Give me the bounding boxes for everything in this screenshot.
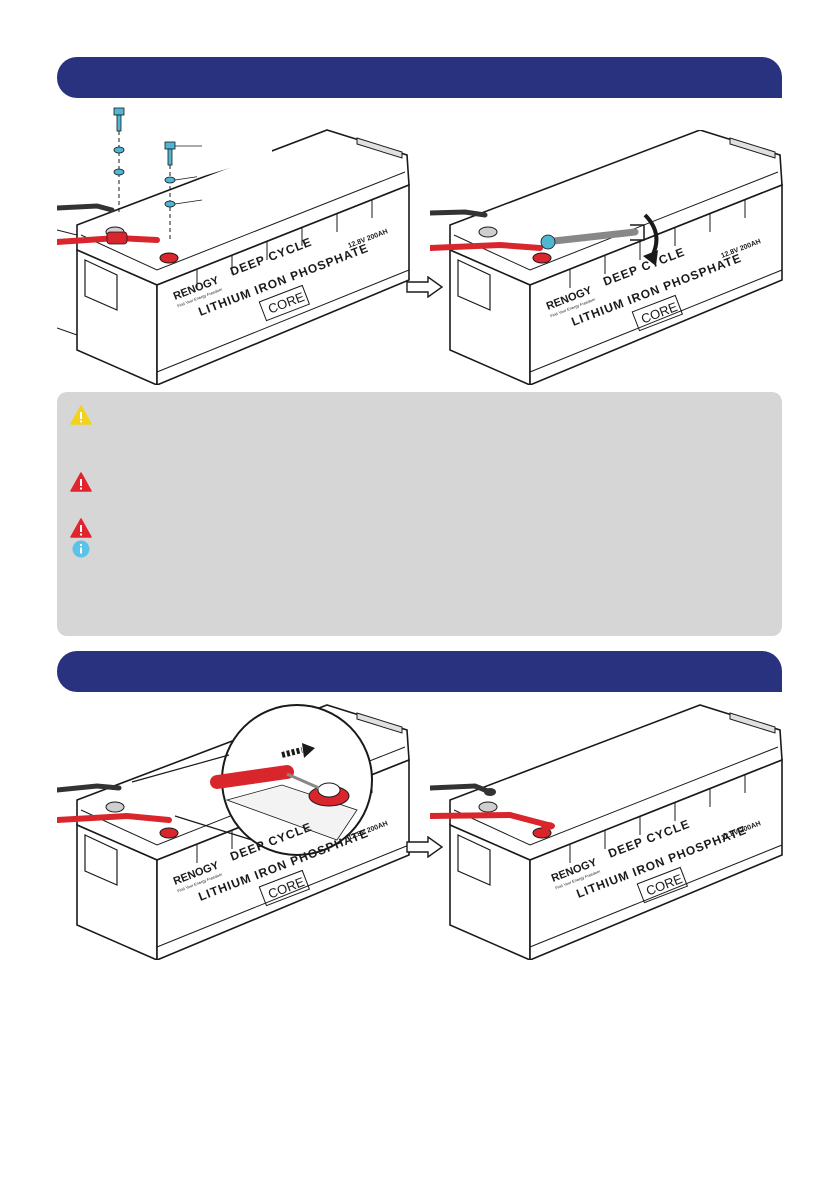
- right-arrow-icon: [406, 276, 444, 298]
- battery-illustration-wrench: RENOGY Find Your Energy Freedom DEEP CYC…: [430, 130, 783, 385]
- battery-illustration-bolts: RENOGY Find Your Energy Freedom DEEP CYC…: [57, 107, 410, 385]
- right-arrow-icon-2: [406, 836, 444, 858]
- warning-triangle-icon-2: [70, 518, 92, 538]
- section-header-banner-1: [57, 57, 782, 98]
- bolt-icon-1: [113, 107, 125, 215]
- battery-illustration-zoom: RENOGY Find Your Energy Freedom DEEP CYC…: [57, 704, 410, 960]
- notes-panel: [57, 392, 782, 636]
- warning-triangle-icon: [70, 472, 92, 492]
- info-circle-icon: [72, 540, 90, 558]
- section-header-banner-2: [57, 651, 782, 692]
- battery-illustration-connected: RENOGY Find Your Energy Freedom DEEP CYC…: [430, 704, 783, 960]
- caution-triangle-icon: [70, 405, 92, 425]
